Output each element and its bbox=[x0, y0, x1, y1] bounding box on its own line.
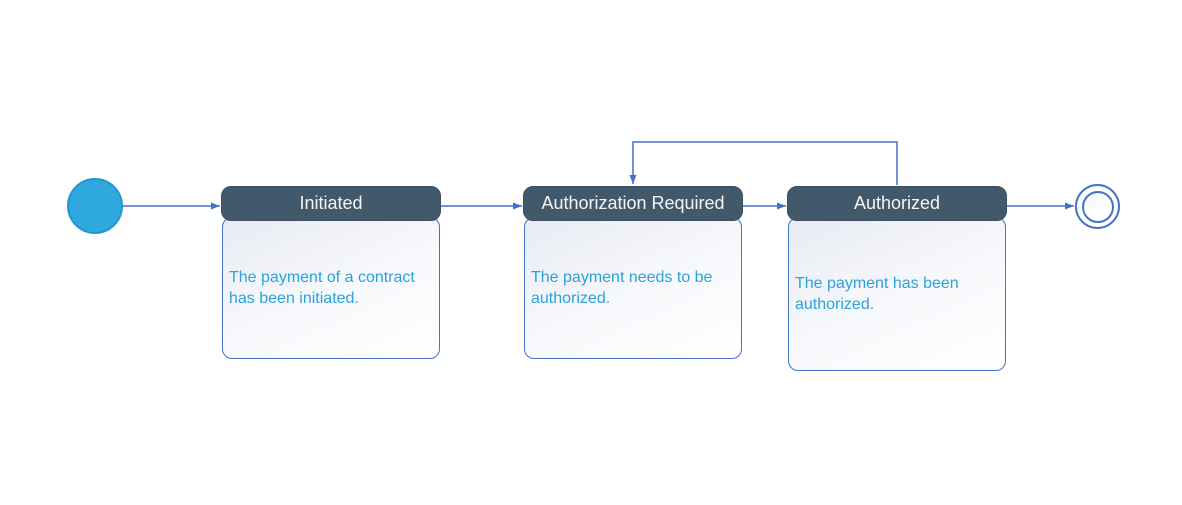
state-description: The payment needs to be authorized. bbox=[531, 269, 713, 307]
state-description: The payment of a contract has been initi… bbox=[229, 269, 415, 307]
state-title: Initiated bbox=[299, 193, 363, 213]
state-header: Initiated bbox=[221, 186, 441, 221]
state-body: The payment needs to be authorized. bbox=[524, 217, 742, 359]
transition-arrow-authorized-loopback-to-authorization-required bbox=[629, 141, 898, 185]
state-header: Authorization Required bbox=[523, 186, 743, 221]
final-state-inner-circle bbox=[1081, 190, 1114, 223]
state-title: Authorized bbox=[853, 193, 941, 213]
state-header: Authorized bbox=[787, 186, 1007, 221]
state-body: The payment has been authorized. bbox=[788, 217, 1006, 371]
state-body: The payment of a contract has been initi… bbox=[222, 217, 440, 359]
state-authorized[interactable]: Authorized The payment has been authoriz… bbox=[787, 186, 1007, 371]
state-initiated[interactable]: Initiated The payment of a contract has … bbox=[221, 186, 441, 359]
final-state-node[interactable] bbox=[1075, 184, 1120, 229]
initial-state-node[interactable] bbox=[67, 178, 123, 234]
state-title: Authorization Required bbox=[541, 193, 725, 213]
state-description: The payment has been authorized. bbox=[795, 275, 959, 313]
state-authorization-required[interactable]: Authorization Required The payment needs… bbox=[523, 186, 743, 359]
